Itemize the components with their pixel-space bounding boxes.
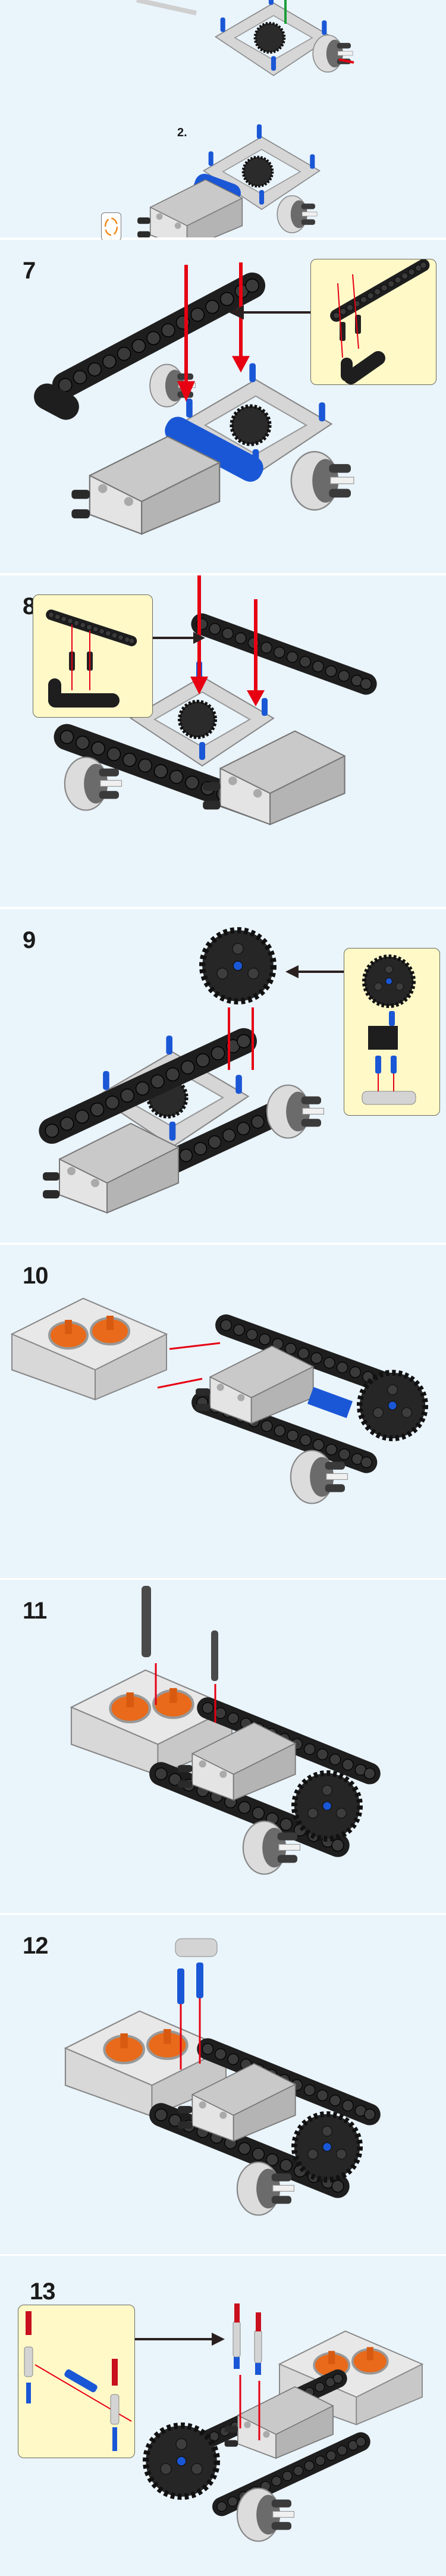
- large-gear: [365, 957, 414, 1006]
- step-illustration: [49, 575, 381, 827]
- step-panel-8: 8: [0, 575, 446, 907]
- long-axle: [211, 1630, 218, 1681]
- red-arrow: [338, 58, 354, 64]
- red-axle: [26, 2311, 32, 2335]
- step-panel-11: 11: [0, 1580, 446, 1913]
- step-number: 10: [23, 1263, 48, 1289]
- sub-assembly-inset: [344, 948, 440, 1116]
- step-illustration: [0, 1938, 384, 2216]
- rotate-model-icon: [101, 212, 121, 241]
- connector: [233, 2321, 241, 2358]
- blue-pin: [234, 2357, 240, 2369]
- blue-pin: [255, 2363, 261, 2375]
- sub-assembly-inset: [33, 594, 153, 718]
- sub-assembly-inset: [310, 259, 436, 385]
- red-arrow: [337, 283, 343, 358]
- motor: [71, 436, 221, 535]
- red-arrow: [157, 1378, 203, 1389]
- large-gear: [294, 2114, 360, 2180]
- step-panel-13: 13: [0, 2256, 446, 2576]
- red-axle: [112, 2359, 118, 2386]
- blue-axle: [64, 2369, 98, 2393]
- connector: [254, 2330, 262, 2364]
- step-number: 12: [23, 1933, 48, 1959]
- connector: [175, 1938, 218, 1957]
- blue-pin: [196, 1962, 203, 1998]
- blue-pin: [26, 2383, 31, 2403]
- large-gear: [360, 1373, 425, 1438]
- hub: [277, 195, 318, 234]
- large-gear: [294, 1773, 360, 1839]
- step-illustration: [34, 240, 355, 535]
- step-illustration: [134, 2303, 423, 2542]
- hub: [266, 1084, 325, 1139]
- blue-beam: [165, 417, 263, 482]
- gray-beam: [362, 1091, 416, 1105]
- step-panel-12: 12: [0, 1915, 446, 2254]
- blue-pin: [389, 1011, 395, 1026]
- step-illustration: [136, 0, 354, 237]
- large-gear: [202, 930, 274, 1001]
- callout-arrow-head: [193, 632, 205, 644]
- black-l-beam: [341, 358, 353, 381]
- step-panel-6: 2.: [0, 0, 446, 241]
- blue-pin: [375, 1056, 381, 1073]
- step-number: 11: [23, 1598, 47, 1624]
- blue-pin: [112, 2427, 117, 2451]
- callout-arrow-head: [212, 2333, 225, 2346]
- callout-arrow-head: [229, 305, 244, 320]
- connector: [24, 2346, 33, 2377]
- blue-beam: [307, 1386, 353, 1419]
- sub-step-number: 2.: [177, 126, 187, 139]
- step-number: 7: [23, 258, 36, 284]
- callout-arrow-head: [285, 965, 299, 978]
- hub: [312, 35, 353, 73]
- axle: [136, 0, 197, 15]
- step-illustration: [11, 1297, 446, 1504]
- step-illustration: [34, 909, 344, 1213]
- hub: [236, 2487, 295, 2542]
- step-panel-10: 10: [0, 1245, 446, 1578]
- step-illustration: [0, 1586, 384, 1875]
- frame-assembly: [216, 0, 332, 76]
- blue-pin: [177, 1968, 184, 2004]
- step-panel-9: 9: [0, 909, 446, 1242]
- blue-pin: [391, 1056, 397, 1073]
- long-axle: [142, 1586, 151, 1657]
- step-number: 9: [23, 927, 36, 953]
- sub-assembly-inset: [18, 2305, 135, 2458]
- battery-box: [11, 1297, 168, 1401]
- step-number: 8: [23, 593, 36, 619]
- large-gear: [146, 2425, 217, 2497]
- black-l-beam: [48, 693, 120, 708]
- red-arrow: [169, 1342, 221, 1350]
- step-number: 13: [30, 2278, 55, 2305]
- black-l-beam: [34, 383, 79, 420]
- red-axle: [234, 2303, 240, 2323]
- connector: [110, 2394, 120, 2425]
- step-panel-7: 7: [0, 240, 446, 573]
- black-l-beam: [344, 350, 385, 384]
- black-beam: [368, 1026, 398, 1050]
- black-beam: [44, 608, 139, 648]
- red-arrow: [352, 274, 359, 349]
- hub: [290, 450, 355, 511]
- black-l-beam: [48, 678, 61, 707]
- red-axle: [256, 2312, 261, 2331]
- black-beam: [327, 259, 432, 324]
